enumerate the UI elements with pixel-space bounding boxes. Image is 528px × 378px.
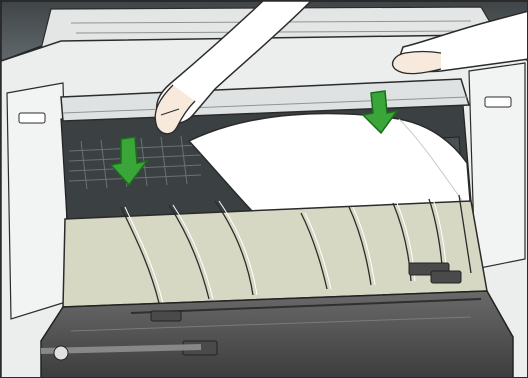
illustration-frame [0,0,528,378]
printer-illustration [1,1,528,378]
